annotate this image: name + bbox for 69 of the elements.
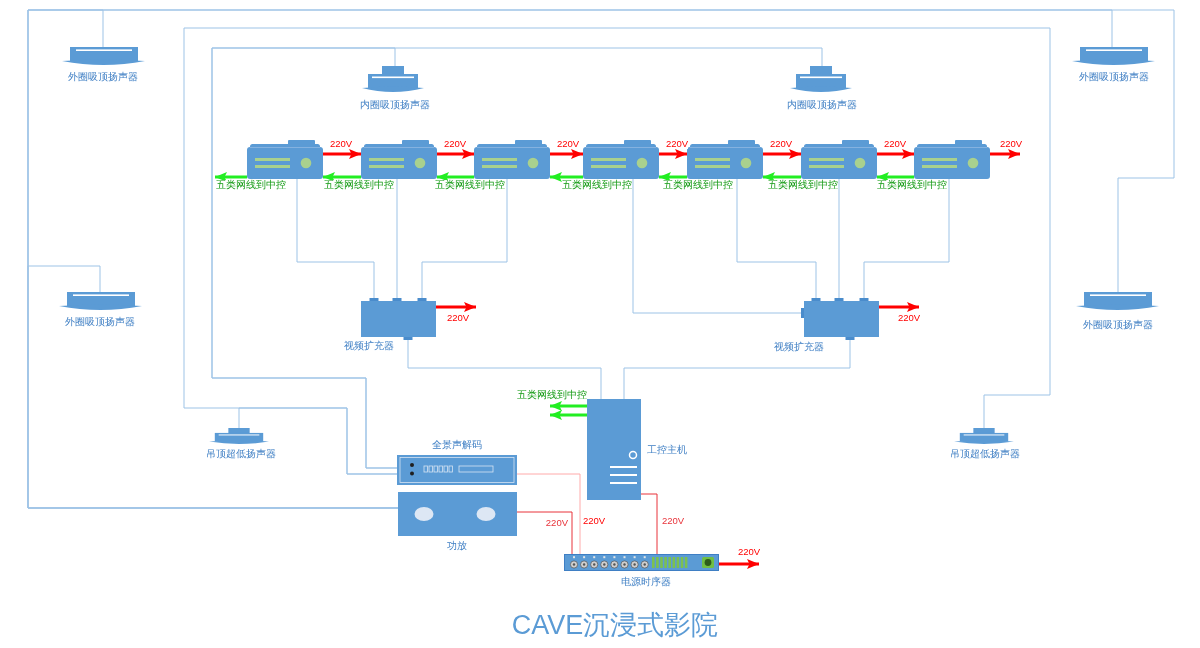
arrow	[659, 172, 687, 182]
arrow	[437, 149, 474, 159]
device-label: 内圈吸顶扬声器	[360, 99, 430, 111]
device-label: 内圈吸顶扬声器	[787, 99, 857, 111]
connector-line	[296, 178, 375, 299]
edge-label: 220V	[662, 515, 685, 527]
title: CAVE沉浸式影院	[511, 609, 719, 641]
device-label: 电源时序器	[621, 576, 671, 588]
arrow	[763, 149, 801, 159]
edge-label: 五类网线到中控	[324, 179, 394, 191]
arrow	[990, 149, 1020, 159]
arrow	[719, 559, 759, 569]
edge-label: 220V	[447, 312, 470, 324]
edge-label: 五类网线到中控	[877, 179, 947, 191]
device-label: 外圈吸顶扬声器	[1083, 319, 1153, 331]
device-label: 视频扩充器	[344, 340, 394, 352]
connector-line	[736, 178, 817, 299]
edge-label: 五类网线到中控	[517, 389, 587, 401]
arrow	[550, 410, 587, 420]
connector-line	[838, 178, 840, 299]
device-label: 外圈吸顶扬声器	[1079, 71, 1149, 83]
arrow	[215, 172, 247, 182]
edge-label: 五类网线到中控	[663, 179, 733, 191]
edge-label: 220V	[330, 138, 353, 150]
connector-line	[183, 27, 1051, 475]
connector-line	[623, 339, 851, 400]
connector-line	[396, 178, 398, 299]
arrow	[323, 172, 361, 182]
arrow	[879, 302, 919, 312]
device-label: 功放	[447, 540, 467, 552]
arrow	[550, 401, 587, 411]
edge-label: 五类网线到中控	[435, 179, 505, 191]
device-label: 工控主机	[647, 444, 687, 456]
connector-line	[863, 178, 950, 299]
arrow	[550, 149, 583, 159]
arrow	[659, 149, 687, 159]
edge-label: 220V	[444, 138, 467, 150]
device-label: 外圈吸顶扬声器	[68, 71, 138, 83]
device-label: 外圈吸顶扬声器	[65, 316, 135, 328]
edge-label: 五类网线到中控	[562, 179, 632, 191]
edge-label: 220V	[583, 515, 606, 527]
arrow	[323, 149, 361, 159]
device-label: 视频扩充器	[774, 341, 824, 353]
edge-label: 五类网线到中控	[216, 179, 286, 191]
edge-label: 220V	[898, 312, 921, 324]
device-label: 吊顶超低扬声器	[950, 448, 1020, 460]
edge-label: 220V	[884, 138, 907, 150]
edge-label: 220V	[1000, 138, 1023, 150]
device-label: 全景声解码	[432, 439, 482, 451]
connector-line	[516, 511, 573, 555]
arrow	[763, 172, 801, 182]
arrow	[877, 172, 914, 182]
edge-label: 220V	[666, 138, 689, 150]
arrow	[550, 172, 583, 182]
arrow	[437, 172, 474, 182]
edge-label: 220V	[738, 546, 761, 558]
connector-line	[516, 473, 581, 555]
arrow	[436, 302, 476, 312]
edge-label: 五类网线到中控	[768, 179, 838, 191]
edge-label: 220V	[770, 138, 793, 150]
connector-line	[640, 493, 658, 555]
arrow	[877, 149, 914, 159]
connector-line	[211, 47, 823, 469]
connector-line	[421, 178, 508, 299]
edge-label: 220V	[545, 517, 568, 529]
connector-line	[407, 339, 602, 400]
connector-line	[632, 178, 802, 314]
device-label: 吊顶超低扬声器	[206, 448, 276, 460]
edge-label: 220V	[557, 138, 580, 150]
